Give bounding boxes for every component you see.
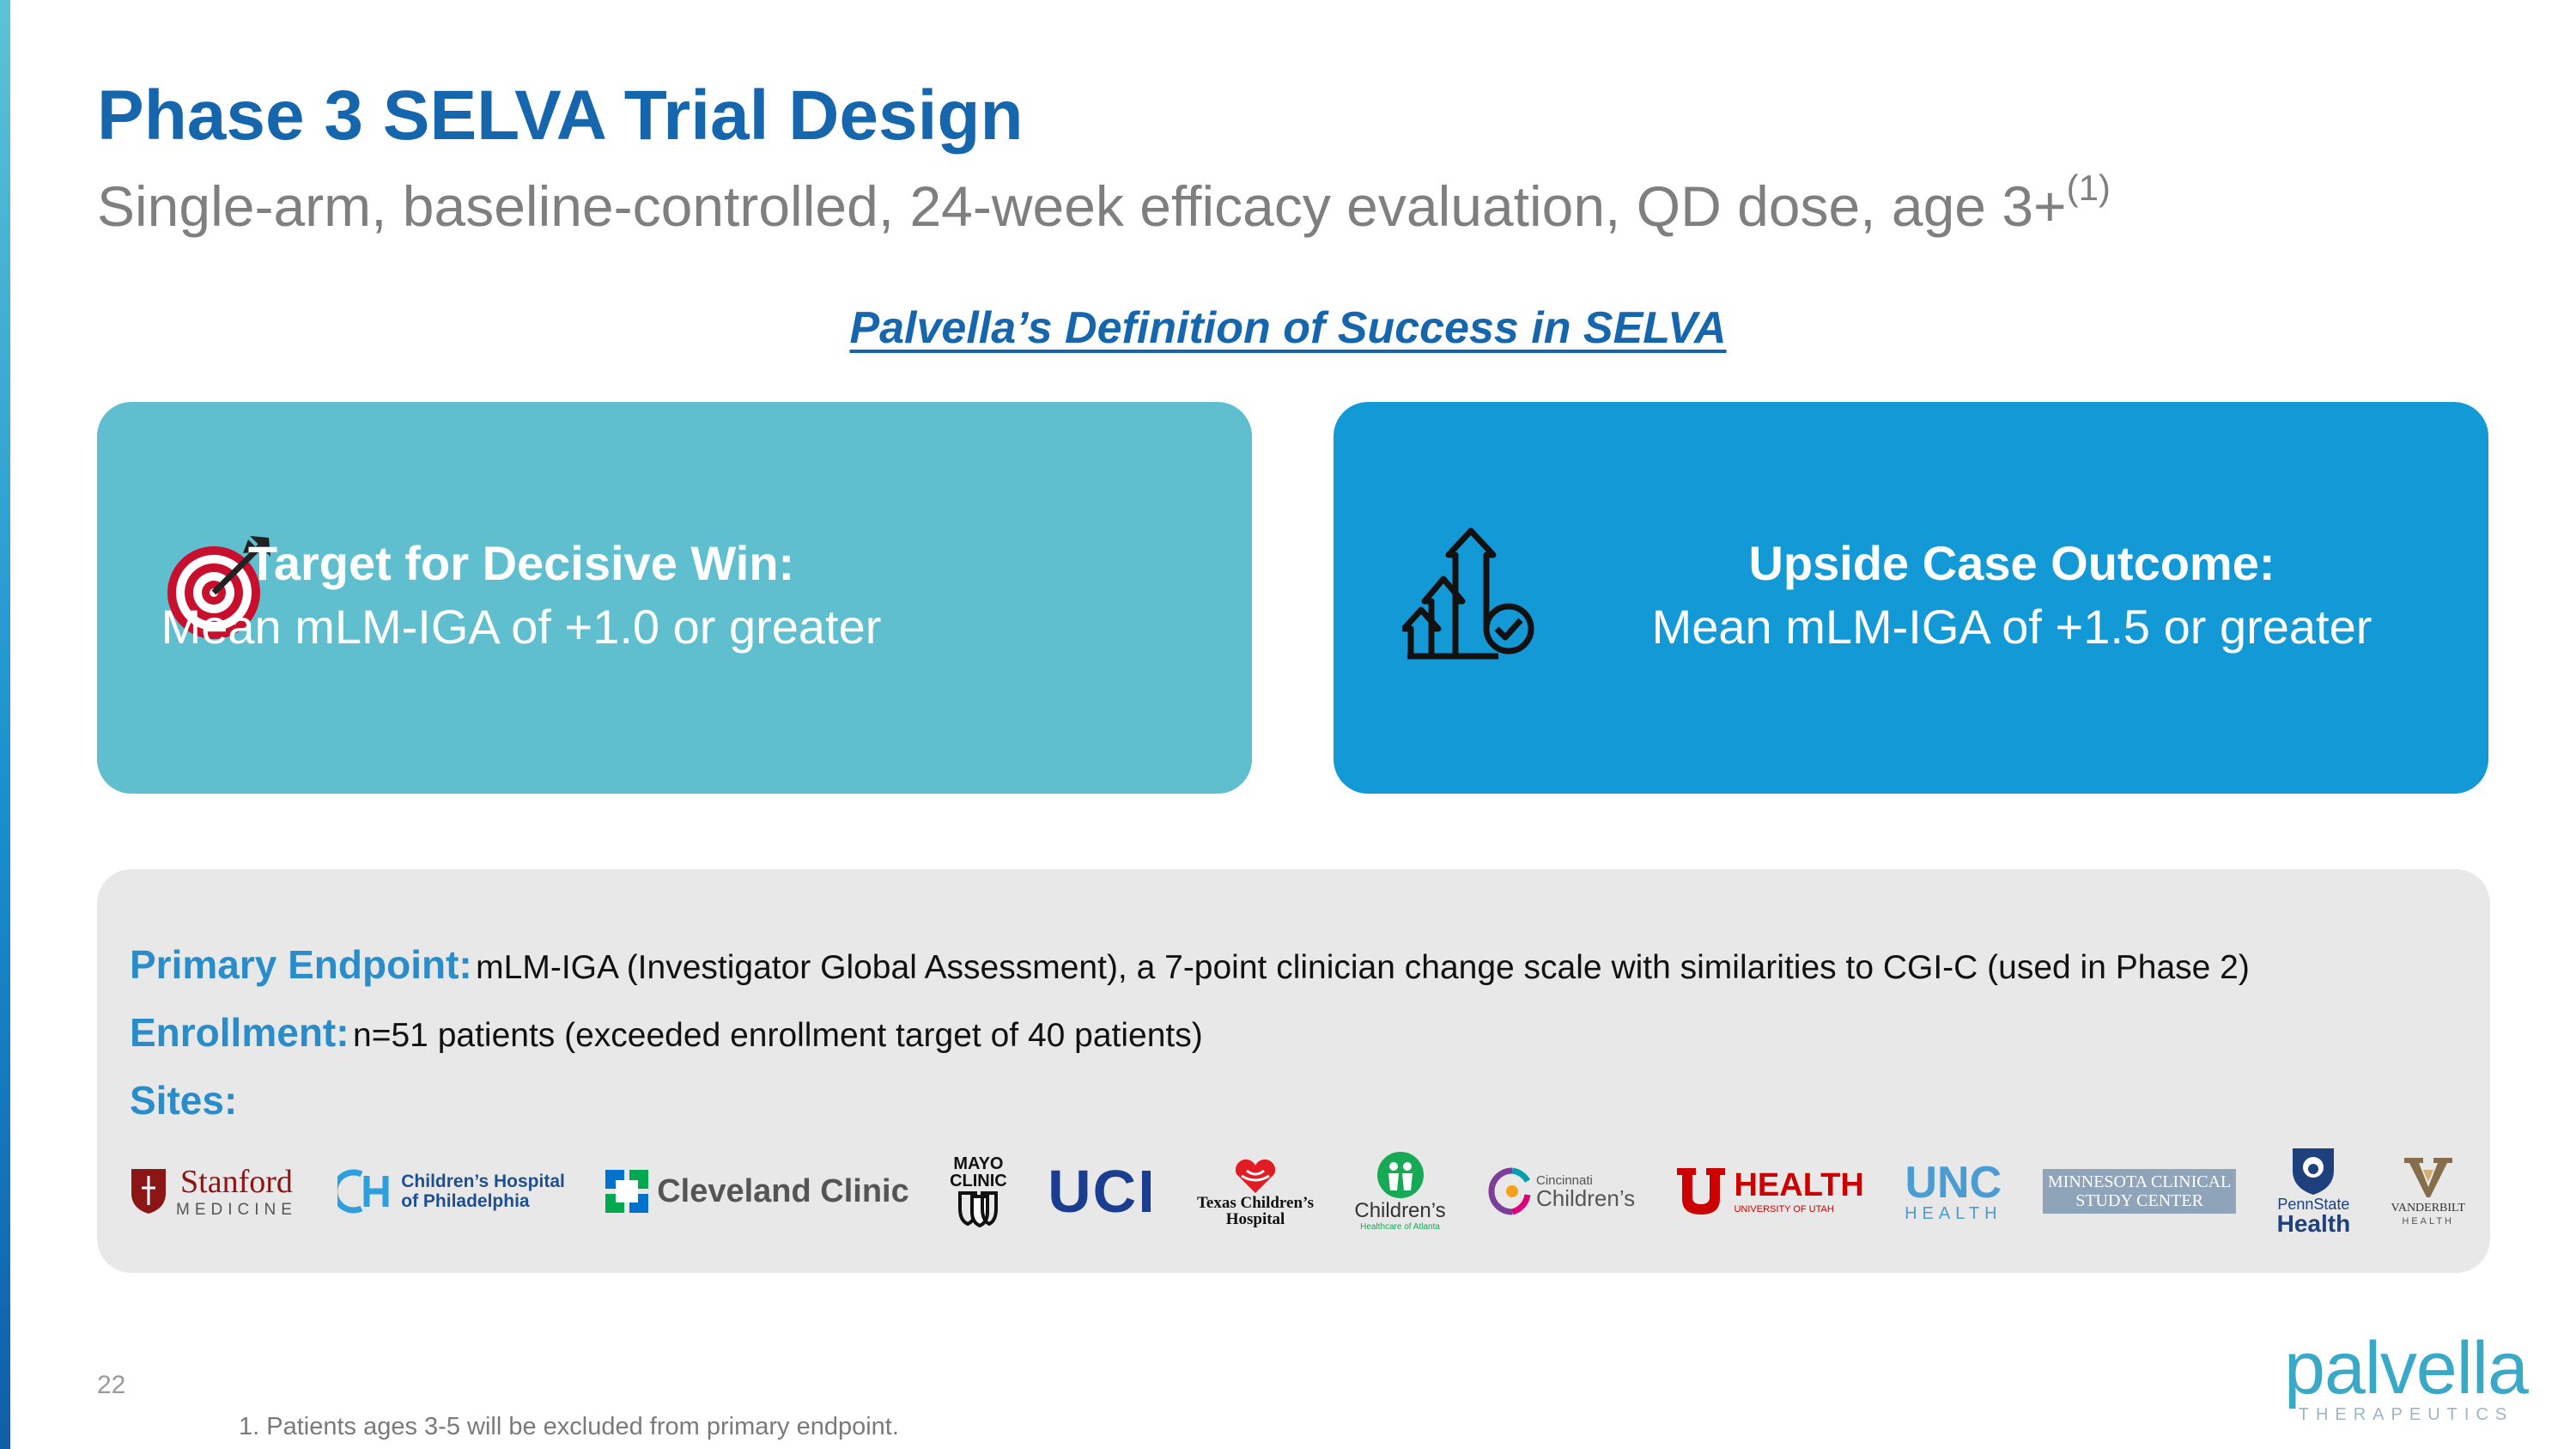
brand-tagline: THERAPEUTICS — [2298, 1405, 2514, 1424]
cleveland-cross-icon — [605, 1170, 649, 1213]
subtitle-text: Single-arm, baseline-controlled, 24-week… — [97, 174, 2067, 238]
sites-row: Sites: — [130, 1077, 237, 1123]
childrens-atlanta-logo: Children’s Healthcare of Atlanta — [1354, 1151, 1446, 1232]
stanford-medicine-logo: Stanford MEDICINE — [130, 1166, 297, 1218]
cincinnati-childrens-logo: Cincinnati Children’s — [1486, 1166, 1635, 1217]
chop-mark-icon — [337, 1169, 389, 1214]
texas-childrens-logo: Texas Children’s Hospital — [1197, 1155, 1314, 1227]
chop-line1: Children’s Hospital — [401, 1171, 565, 1191]
uci-logo: UCI — [1048, 1157, 1157, 1226]
primary-endpoint-value: mLM-IGA (Investigator Global Assessment)… — [476, 949, 2250, 986]
mayo-clinic-logo: MAYO CLINIC — [950, 1155, 1007, 1227]
vanderbilt-health-logo: VANDERBILT HEALTH — [2391, 1156, 2465, 1227]
palvella-logo: palvella THERAPEUTICS — [2277, 1330, 2535, 1425]
stanford-shield-icon — [131, 1169, 166, 1214]
page-subtitle: Single-arm, baseline-controlled, 24-week… — [97, 170, 2111, 239]
minnesota-clinical-logo: MINNESOTA CLINICAL STUDY CENTER — [2042, 1169, 2237, 1214]
mayo-shields-icon — [958, 1191, 999, 1227]
minnesota-line2: STUDY CENTER — [2075, 1191, 2203, 1210]
footnote: 1. Patients ages 3-5 will be excluded fr… — [239, 1413, 899, 1440]
mayo-line2: CLINIC — [950, 1172, 1007, 1190]
decisive-win-value: Mean mLM-IGA of +1.0 or greater — [161, 600, 882, 654]
uci-name: UCI — [1048, 1158, 1157, 1225]
texas-heart-icon — [1235, 1159, 1276, 1193]
cincinnati-swirl-icon — [1488, 1167, 1531, 1215]
decisive-win-title: Target for Decisive Win: — [247, 536, 795, 590]
page-title: Phase 3 SELVA Trial Design — [97, 76, 1024, 155]
texas-line1: Texas Children’s — [1197, 1194, 1315, 1212]
growth-arrows-check-icon — [1400, 527, 1540, 676]
atlanta-sub: Healthcare of Atlanta — [1360, 1222, 1440, 1232]
unc-name: UNC — [1905, 1158, 2002, 1208]
site-logos: Stanford MEDICINE Children’s Hospital of… — [130, 1135, 2465, 1247]
unc-health-logo: UNC HEALTH — [1905, 1160, 2002, 1222]
chop-line2: of Philadelphia — [401, 1191, 530, 1211]
minnesota-line1: MINNESOTA CLINICAL — [2047, 1172, 2232, 1191]
cleveland-clinic-logo: Cleveland Clinic — [605, 1170, 909, 1213]
utah-health-logo: HEALTH UNIVERSITY OF UTAH — [1675, 1166, 1864, 1216]
upside-case-card: Upside Case Outcome: Mean mLM-IGA of +1.… — [1334, 402, 2488, 794]
stanford-sub: MEDICINE — [176, 1200, 297, 1219]
utah-sub: UNIVERSITY OF UTAH — [1734, 1203, 1834, 1215]
sites-label: Sites: — [130, 1078, 238, 1123]
primary-endpoint-label: Primary Endpoint: — [130, 942, 472, 987]
pennstate-health-logo: PennState Health — [2276, 1147, 2351, 1237]
utah-name: HEALTH — [1734, 1166, 1864, 1203]
vanderbilt-line2: HEALTH — [2402, 1216, 2454, 1227]
utah-u-icon — [1677, 1168, 1726, 1215]
pennstate-line2: Health — [2276, 1210, 2351, 1237]
unc-sub: HEALTH — [1905, 1204, 2002, 1223]
stanford-name: Stanford — [180, 1163, 293, 1200]
mayo-line1: MAYO — [953, 1154, 1004, 1173]
upside-case-text: Upside Case Outcome: Mean mLM-IGA of +1.… — [1557, 533, 2467, 660]
cleveland-name: Cleveland Clinic — [657, 1172, 909, 1209]
enrollment-value: n=51 patients (exceeded enrollment targe… — [353, 1017, 1203, 1054]
brand-name: palvella — [2284, 1327, 2529, 1409]
page-number: 22 — [97, 1371, 126, 1399]
upside-case-title: Upside Case Outcome: — [1748, 536, 2275, 590]
atlanta-children-icon — [1376, 1152, 1424, 1198]
enrollment-row: Enrollment: n=51 patients (exceeded enro… — [130, 1009, 1203, 1056]
texas-line2: Hospital — [1225, 1210, 1285, 1228]
left-accent-bar — [0, 0, 10, 1449]
decisive-win-text: Target for Decisive Win: Mean mLM-IGA of… — [161, 533, 1308, 660]
cincinnati-line1: Cincinnati — [1536, 1172, 1593, 1188]
subtitle-footnote-ref: (1) — [2066, 167, 2111, 208]
primary-endpoint-row: Primary Endpoint: mLM-IGA (Investigator … — [130, 941, 2250, 988]
chop-logo: Children’s Hospital of Philadelphia — [337, 1167, 565, 1215]
pennstate-line1: PennState — [2277, 1196, 2350, 1213]
decisive-win-card: Target for Decisive Win: Mean mLM-IGA of… — [97, 402, 1252, 794]
enrollment-label: Enrollment: — [130, 1010, 349, 1055]
cincinnati-line2: Children’s — [1536, 1184, 1636, 1211]
success-definition-heading: Palvella’s Definition of Success in SELV… — [849, 303, 1727, 353]
trial-info-panel: Primary Endpoint: mLM-IGA (Investigator … — [97, 869, 2490, 1273]
target-icon — [164, 531, 276, 647]
vanderbilt-line1: VANDERBILT — [2391, 1202, 2465, 1215]
upside-case-value: Mean mLM-IGA of +1.5 or greater — [1651, 600, 2372, 654]
pennstate-lion-shield-icon — [2293, 1148, 2335, 1195]
atlanta-name: Children’s — [1354, 1199, 1446, 1222]
vanderbilt-v-icon — [2403, 1158, 2452, 1197]
